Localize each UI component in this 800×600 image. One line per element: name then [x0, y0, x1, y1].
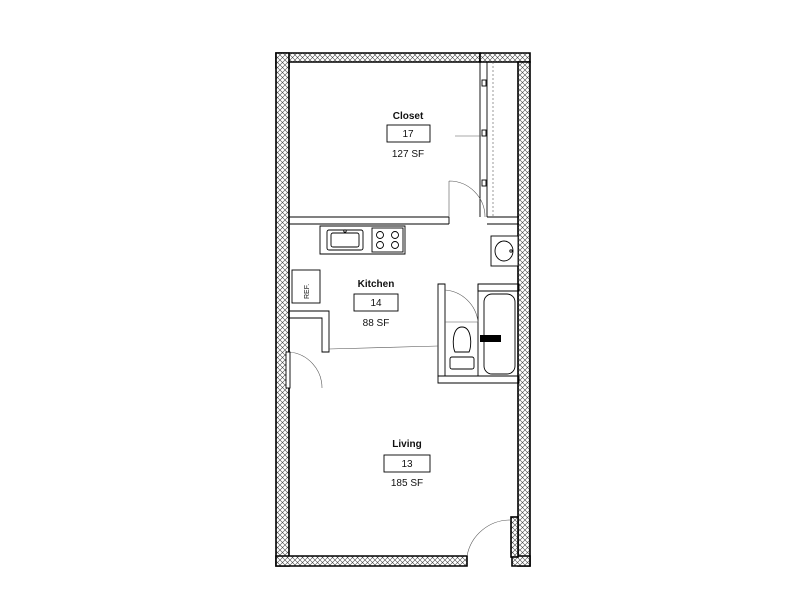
kitchen-area: 88 SF — [363, 318, 390, 329]
wall-bath-left — [437, 283, 446, 377]
entry-door[interactable] — [466, 519, 512, 557]
living-number-box — [383, 454, 431, 473]
wall-bottom-left — [275, 555, 468, 567]
living-side-door — [288, 351, 323, 389]
closet-number-box — [386, 124, 431, 143]
closet-door — [448, 180, 486, 218]
wall-top — [275, 52, 481, 69]
refrigerator-label: REF. — [304, 284, 311, 299]
toilet-icon — [452, 326, 472, 353]
wall-right — [517, 61, 531, 567]
door-jamb — [510, 516, 519, 558]
closet-name: Closet — [393, 111, 424, 122]
toilet-tank — [449, 356, 475, 370]
bath-door — [444, 289, 479, 323]
wall-left — [275, 52, 290, 567]
wall-kitchen-nook — [288, 310, 330, 353]
closet-area: 127 SF — [392, 149, 424, 160]
room-living: Living 13 185 SF — [383, 439, 431, 489]
wall-bath-top — [477, 283, 520, 292]
wall-bottom-right — [511, 555, 531, 567]
refrigerator-icon — [291, 269, 321, 304]
wall-bath-bottom — [437, 375, 520, 384]
kitchen-fixtures: REF. — [291, 225, 406, 304]
bathtub-icon — [483, 293, 516, 375]
kitchen-name: Kitchen — [358, 279, 395, 290]
living-area: 185 SF — [391, 478, 423, 489]
interior-walls — [285, 62, 520, 566]
wall-top-right — [479, 52, 531, 63]
stove-icon — [371, 227, 404, 253]
closet-number: 17 — [402, 129, 414, 140]
bath-fixtures — [449, 235, 519, 375]
living-name: Living — [392, 439, 421, 450]
exterior-walls — [275, 52, 531, 567]
wall-closet-right — [487, 216, 519, 225]
room-closet: Closet 17 127 SF — [386, 111, 431, 160]
living-number: 13 — [401, 459, 413, 470]
wall-closet-kitchen — [289, 216, 450, 225]
room-kitchen: Kitchen 14 88 SF — [353, 279, 399, 329]
kitchen-living-boundary — [328, 345, 439, 350]
grab-bar — [480, 335, 501, 342]
kitchen-number-box — [353, 293, 399, 312]
wall-closet-side — [479, 62, 488, 217]
kitchen-number: 14 — [370, 298, 382, 309]
